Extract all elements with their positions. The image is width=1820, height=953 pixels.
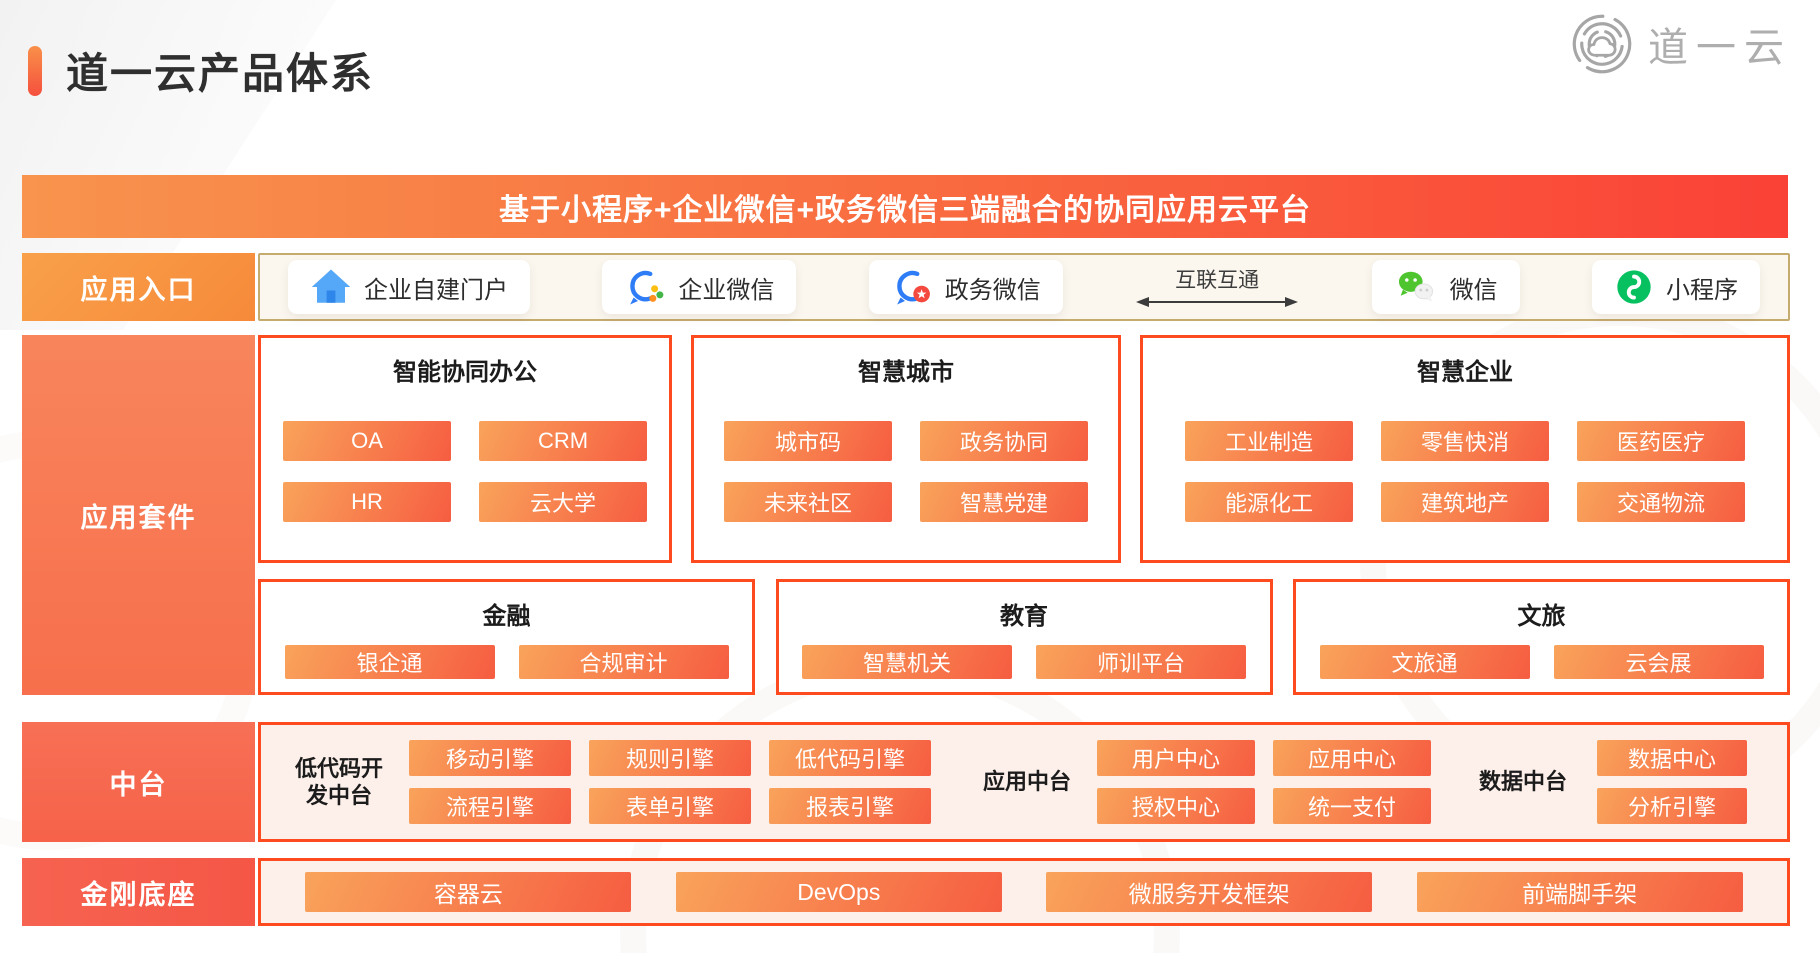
platform-banner-text: 基于小程序+企业微信+政务微信三端融合的协同应用云平台 (498, 193, 1312, 227)
chip: 文旅通 (1319, 645, 1530, 679)
chip: 用户中心 (1097, 740, 1256, 776)
chip: 云会展 (1553, 645, 1764, 679)
chip: DevOps (675, 872, 1002, 912)
chip: 前端脚手架 (1416, 872, 1743, 912)
chip: 应用中心 (1273, 740, 1432, 776)
chip: 零售快消 (1381, 421, 1549, 461)
chip: 流程引擎 (409, 788, 571, 824)
entry-card-wework: 企业微信 (602, 260, 797, 314)
wechat-icon (1394, 266, 1438, 308)
sidebar-label-middle: 中台 (22, 722, 255, 842)
suite-box-education: 教育 智慧机关 师训平台 (775, 579, 1273, 695)
chip: 师训平台 (1036, 645, 1246, 679)
suite-title: 教育 (1000, 603, 1048, 630)
chip: 移动引擎 (409, 740, 571, 776)
chip: 交通物流 (1577, 482, 1745, 522)
chip: OA (283, 421, 451, 461)
sidebar-label-base: 金刚底座 (22, 858, 255, 926)
platform-banner: 基于小程序+企业微信+政务微信三端融合的协同应用云平台 (22, 175, 1788, 238)
chip: 云大学 (479, 482, 647, 522)
chip: 建筑地产 (1381, 482, 1549, 522)
chip: 智慧党建 (920, 482, 1088, 522)
brand-logo: 道一云 (1570, 12, 1792, 76)
chip: 工业制造 (1185, 421, 1353, 461)
suite-box-office: 智能协同办公 OA CRM HR 云大学 (258, 335, 672, 563)
chip: 城市码 (724, 421, 892, 461)
chip: 报表引擎 (769, 788, 931, 824)
chip: 微服务开发框架 (1046, 872, 1373, 912)
suite-title: 金融 (482, 603, 531, 630)
entry-card-label: 政务微信 (944, 276, 1041, 304)
interconnect: 互联互通 (1135, 264, 1299, 310)
chip: 智慧机关 (802, 645, 1012, 679)
entry-card-label: 微信 (1449, 276, 1498, 304)
chip: 统一支付 (1273, 788, 1432, 824)
chip: 银企通 (284, 645, 495, 679)
middle-platform-container: 低代码开发中台 移动引擎 规则引擎 低代码引擎 流程引擎 表单引擎 报表引擎 应… (258, 722, 1790, 842)
house-icon (310, 266, 352, 308)
chip: 表单引擎 (589, 788, 751, 824)
miniprogram-icon (1614, 267, 1654, 307)
entry-card-label: 企业微信 (678, 276, 775, 304)
wework-chat-icon (624, 266, 666, 308)
entry-card-label: 小程序 (1665, 276, 1738, 304)
chip: 规则引擎 (589, 740, 751, 776)
title-accent-bar (28, 46, 42, 96)
interconnect-label: 互联互通 (1175, 269, 1260, 292)
header: 道一云产品体系 道一云 (0, 0, 1820, 120)
chip: CRM (479, 421, 647, 461)
suite-box-finance: 金融 银企通 合规审计 (258, 579, 755, 695)
entry-container: 企业自建门户 企业微信 (258, 253, 1790, 321)
brand-logo-text: 道一云 (1648, 26, 1792, 70)
entry-card-label: 企业自建门户 (364, 276, 508, 304)
chip: 能源化工 (1185, 482, 1353, 522)
suite-title: 智慧企业 (1417, 359, 1513, 386)
entry-card-wechat: 微信 (1371, 260, 1520, 314)
entry-card-portal: 企业自建门户 (288, 260, 530, 314)
chip: 数据中心 (1597, 740, 1747, 776)
base-container: 容器云 DevOps 微服务开发框架 前端脚手架 (258, 858, 1790, 926)
chip: 未来社区 (724, 482, 892, 522)
suite-box-city: 智慧城市 城市码 政务协同 未来社区 智慧党建 (691, 335, 1121, 563)
chip: 容器云 (305, 872, 632, 912)
suite-box-enterprise: 智慧企业 工业制造 零售快消 医药医疗 能源化工 建筑地产 交通物流 (1140, 335, 1790, 563)
page-title: 道一云产品体系 (66, 50, 375, 97)
gov-wechat-icon (891, 266, 933, 308)
chip: 医药医疗 (1577, 421, 1745, 461)
suite-box-culture: 文旅 文旅通 云会展 (1293, 579, 1790, 695)
middle-group-title-lowcode: 低代码开发中台 (294, 755, 383, 809)
chip: 低代码引擎 (769, 740, 931, 776)
entry-card-miniprogram: 小程序 (1591, 260, 1760, 314)
fingerprint-cloud-logo-icon (1570, 12, 1634, 76)
chip: 合规审计 (518, 645, 729, 679)
entry-card-gov: 政务微信 (868, 260, 1063, 314)
chip: 政务协同 (920, 421, 1088, 461)
middle-group-title-app: 应用中台 (983, 769, 1072, 795)
middle-group-title-data: 数据中台 (1478, 769, 1567, 795)
suite-title: 智慧城市 (858, 359, 954, 386)
double-arrow-icon (1135, 294, 1299, 310)
sidebar-label-entry: 应用入口 (22, 253, 255, 321)
suite-title: 文旅 (1517, 603, 1566, 630)
chip: 分析引擎 (1597, 788, 1747, 824)
sidebar-label-suites: 应用套件 (22, 335, 255, 695)
chip: 授权中心 (1097, 788, 1256, 824)
chip: HR (283, 482, 451, 522)
suite-title: 智能协同办公 (393, 359, 537, 386)
